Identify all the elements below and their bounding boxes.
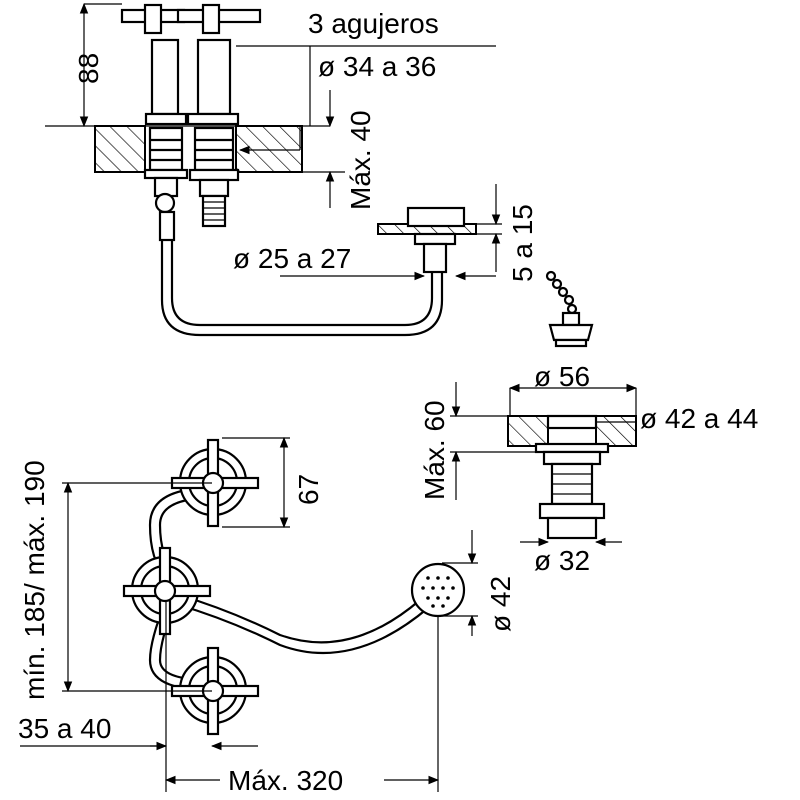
label-drain-32: ø 32 [534,545,590,576]
valve-left [120,3,189,242]
label-pipe-diameter: ø 25 a 27 [233,243,351,274]
handle-bottom [170,646,260,736]
label-drain-max-60: Máx. 60 [419,400,450,500]
drain-slab-left [507,415,549,447]
label-edge-35-40: 35 a 40 [18,713,111,744]
valve-right [176,3,262,228]
counter-slab-left [94,125,146,173]
handle-middle [122,546,212,636]
label-drain-42-44: ø 42 a 44 [640,403,758,434]
label-max-320: Máx. 320 [228,765,343,796]
label-holes: 3 agujeros [308,8,439,39]
label-max-40: Máx. 40 [345,110,376,210]
plan-view [20,436,478,792]
label-min-max-spacing: mín. 185/ máx. 190 [19,460,50,700]
hand-shower [410,562,466,618]
label-height-88: 88 [73,53,104,84]
label-handshower-42: ø 42 [485,576,516,632]
hose [160,240,444,337]
side-elevation [45,2,594,348]
chain-stopper [545,270,594,348]
drain-section [450,382,638,547]
drain-slab-right [595,415,637,447]
counter-slab-right [235,125,303,173]
label-flange-5-15: 5 a 15 [507,204,538,282]
label-drain-56: ø 56 [534,361,590,392]
label-spacing-67: 67 [293,474,324,505]
drain-popup [377,206,477,274]
label-hole-diameter: ø 34 a 36 [318,51,436,82]
